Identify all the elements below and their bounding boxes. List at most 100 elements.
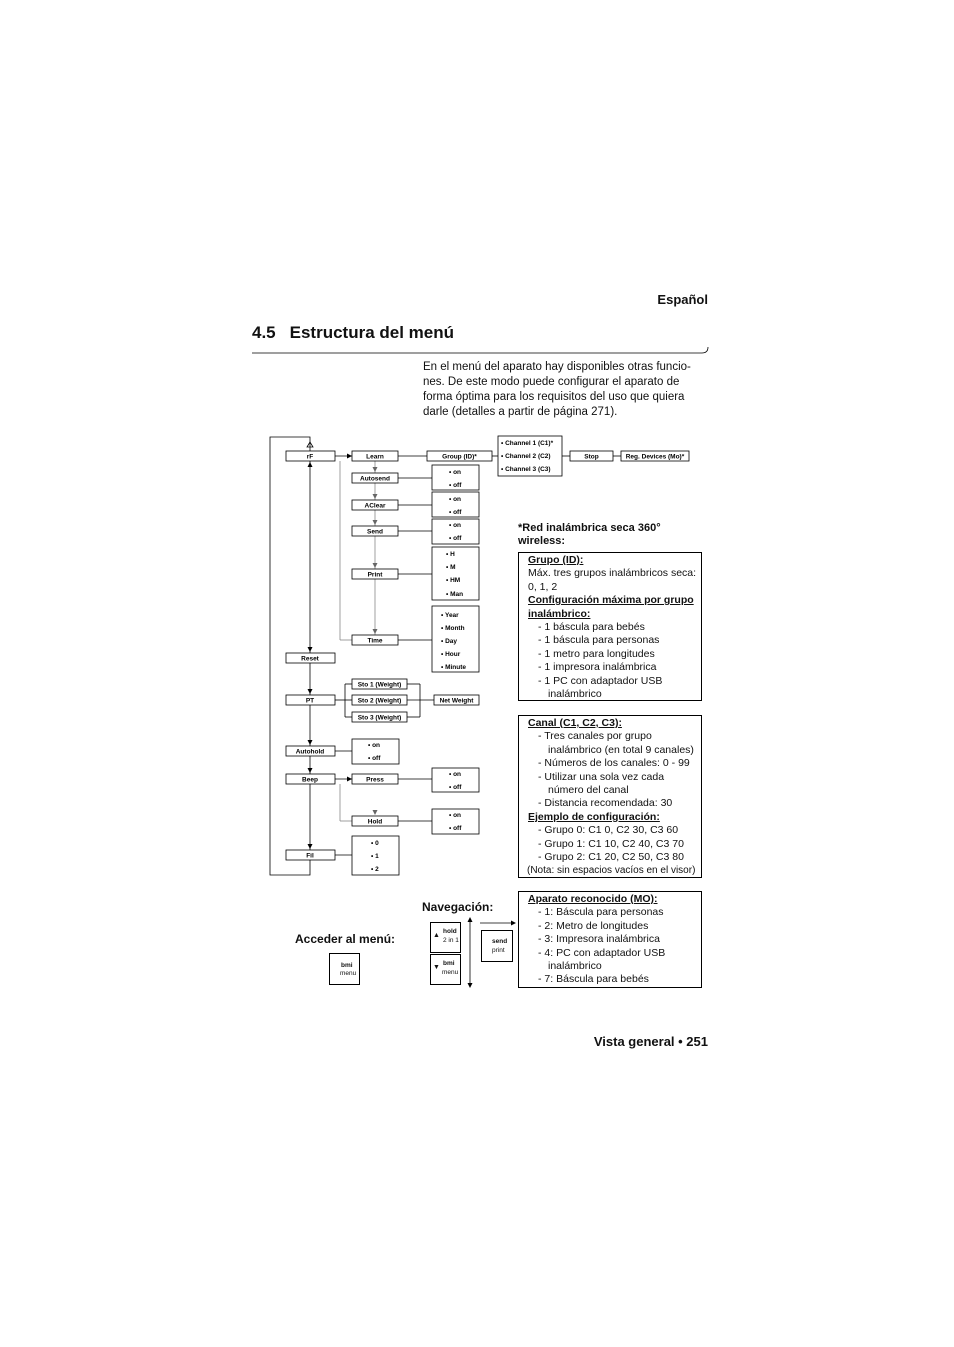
menu-stop: Stop [569,450,614,462]
svg-text:• Channel 2 (C2): • Channel 2 (C2) [501,453,551,460]
section-title: 4.5 Estructura del menú [252,323,454,343]
list-item: 2: Metro de longitudes [528,920,701,933]
bmi-label: bmi [443,960,455,967]
list-item: 1 báscula para personas [528,634,701,647]
menu-sto-1: Sto 1 (Weight) [351,678,408,690]
send-print-key[interactable]: send print [481,930,513,962]
page-footer: Vista general • 251 [593,1034,708,1049]
menu-hold: Hold [351,815,399,827]
svg-text:Autohold: Autohold [296,749,325,756]
time-options: • Year • Month • Day • Hour • Minute [431,605,480,673]
svg-text:Net Weight: Net Weight [440,698,475,705]
menu-print: Print [351,568,399,580]
navigation-arrows [467,917,516,988]
svg-text:Time: Time [367,638,382,645]
menu-label: menu [340,970,357,977]
menu-fil: Fil [285,849,336,861]
navigation-label: Navegación: [422,900,494,914]
svg-text:AClear: AClear [365,503,386,510]
hold-2in1-key[interactable]: ▲ hold 2 in 1 [430,922,461,953]
menu-net-weight: Net Weight [433,694,480,706]
intro-paragraph: En el menú del aparato hay disponibles o… [423,361,691,418]
menu-group-id: Group (ID)* [426,450,493,462]
list-item: 1 metro para longitudes [528,648,701,661]
bmi-menu-key[interactable]: bmi menu [329,953,360,985]
menu-sto-3: Sto 3 (Weight) [351,711,408,723]
svg-text:• 2: • 2 [371,866,379,873]
print-label: print [492,947,505,954]
svg-text:• on: • on [449,469,461,476]
list-item: 1 PC con adaptador USB inalámbrico [528,675,701,702]
svg-text:• on: • on [449,522,461,529]
svg-text:• HM: • HM [446,577,460,584]
svg-text:• Year: • Year [441,612,459,619]
svg-text:Beep: Beep [302,777,318,784]
list-item: Distancia recomendada: 30 [528,797,701,810]
example-heading: Ejemplo de configuración: [528,810,660,823]
svg-text:Stop: Stop [584,454,598,461]
svg-text:• off: • off [449,509,462,516]
svg-text:• 1: • 1 [371,853,379,860]
svg-text:Print: Print [368,572,384,579]
2in1-label: 2 in 1 [443,937,459,944]
menu-sto-2: Sto 2 (Weight) [351,694,408,706]
menu-rf: rF [285,450,336,462]
menu-reg-devices: Reg. Devices (Mo)* [620,450,690,462]
svg-text:• Month: • Month [441,625,465,632]
group-id-panel: Grupo (ID): Máx. tres grupos inalámbrico… [518,552,702,701]
svg-text:• Hour: • Hour [441,651,461,658]
svg-text:Autosend: Autosend [360,476,390,483]
list-item: Grupo 0: C1 0, C2 30, C3 60 [528,824,701,837]
svg-text:Sto 3 (Weight): Sto 3 (Weight) [358,715,402,722]
section-title-text: Estructura del menú [289,323,455,342]
svg-text:Press: Press [366,777,384,784]
list-item: 7: Báscula para bebés [528,973,701,986]
hold-options: • on • off [431,808,480,835]
autohold-options: • on• off [351,738,400,765]
svg-text:Reset: Reset [301,656,320,663]
list-item: Grupo 1: C1 10, C2 40, C3 70 [528,838,701,851]
hold-label: hold [443,928,457,935]
svg-text:Reg. Devices (Mo)*: Reg. Devices (Mo)* [626,454,685,461]
list-item: Grupo 2: C1 20, C2 50, C3 80 [528,851,701,864]
group-id-text: Máx. tres grupos inalámbricos seca: 0, 1… [528,567,697,593]
section-number: 4.5 [252,323,276,342]
bmi-label: bmi [341,962,353,969]
svg-text:• off: • off [449,825,462,832]
channel-list: • Channel 1 (C1)* • Channel 2 (C2) • Cha… [497,435,563,477]
svg-text:• Minute: • Minute [441,664,466,671]
menu-learn: Learn [351,450,399,462]
list-item: Tres canales por grupo inalámbrico (en t… [528,730,701,757]
svg-text:• on: • on [368,742,380,749]
fil-options: • 0 • 1 • 2 [351,835,400,876]
svg-text:• on: • on [449,812,461,819]
send-options: • on• off [431,518,480,545]
svg-text:rF: rF [307,454,314,461]
svg-text:PT: PT [306,698,314,705]
menu-autosend: Autosend [351,472,399,484]
menu-pt: PT [285,694,336,706]
list-item: 4: PC con adaptador USB inalámbrico [528,947,701,974]
list-item: Utilizar una sola vez cada número del ca… [528,771,701,798]
bmi-menu-nav-key[interactable]: ▼ bmi menu [430,954,461,985]
list-item: Números de los canales: 0 - 99 [528,757,701,770]
wireless-note: *Red inalámbrica seca 360° wireless: [518,522,661,547]
menu-press: Press [351,773,399,785]
svg-text:• off: • off [449,784,462,791]
channel-note: (Nota: sin espacios vacíos en el visor) [527,865,696,877]
menu-send: Send [351,525,399,537]
svg-text:• 0: • 0 [371,840,379,847]
autosend-options: • on• off [431,464,480,491]
press-options: • on• off [431,767,480,793]
menu-reset: Reset [285,652,336,664]
device-heading: Aparato reconocido (MO): [528,893,658,905]
arrow-down-icon: ▼ [433,964,440,971]
access-menu-label: Acceder al menú: [295,932,396,946]
menu-time: Time [351,634,399,646]
svg-text:• Channel 3 (C3): • Channel 3 (C3) [501,466,551,473]
list-item: 1: Báscula para personas [528,906,701,919]
config-max-heading: Configuración máxima por grupo inalámbri… [528,594,694,620]
list-item: 1 báscula para bebés [528,621,701,634]
aclear-options: • on• off [431,491,480,518]
